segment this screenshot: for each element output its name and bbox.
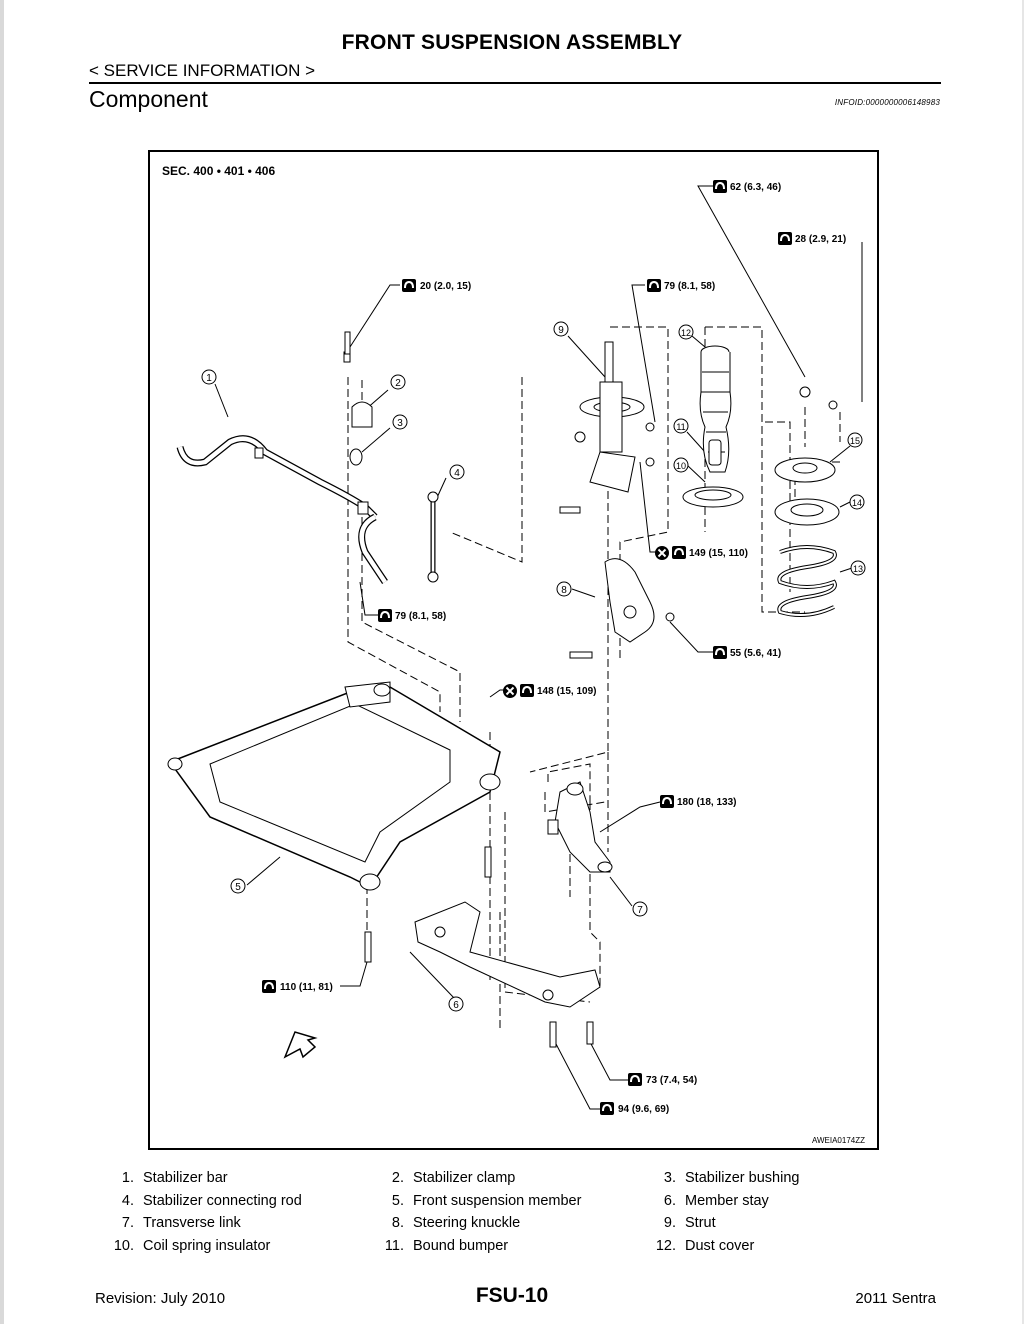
legend-label: Transverse link	[143, 1215, 241, 1231]
torque-110: 110 (11, 81)	[280, 982, 333, 993]
callout-13: 13	[853, 564, 863, 574]
callout-3: 3	[397, 418, 403, 429]
torque-28: 28 (2.9, 21)	[795, 234, 846, 245]
footer-page-number: FSU-10	[475, 1284, 549, 1307]
callout-10: 10	[676, 461, 686, 471]
legend-label: Strut	[685, 1215, 716, 1231]
legend-number: 7.	[121, 1215, 134, 1231]
legend-row: 10. Coil spring insulator 11. Bound bumper…	[108, 1238, 868, 1261]
callout-9: 9	[558, 325, 564, 336]
legend-label: Steering knuckle	[413, 1215, 521, 1231]
suspension-diagram: SEC. 400 • 401 • 406	[162, 164, 866, 1145]
callout-1: 1	[206, 373, 212, 384]
footer-model: 2011 Sentra	[855, 1290, 936, 1307]
exploded-view-figure: SEC. 400 • 401 • 406	[148, 150, 879, 1150]
torque-180: 180 (18, 133)	[677, 797, 737, 808]
legend-number: 12.	[655, 1238, 676, 1254]
torque-149: 149 (15, 110)	[689, 548, 748, 559]
callout-7: 7	[637, 905, 643, 916]
legend-label: Member stay	[685, 1193, 769, 1209]
legend-number: 8.	[391, 1215, 404, 1231]
legend-label: Stabilizer bar	[143, 1170, 228, 1186]
torque-148: 148 (15, 109)	[537, 686, 597, 697]
sec-label: SEC. 400 • 401 • 406	[162, 164, 275, 178]
callout-14: 14	[852, 498, 862, 508]
page-title: FRONT SUSPENSION ASSEMBLY	[341, 31, 683, 54]
legend-number: 10.	[113, 1238, 134, 1254]
callout-11: 11	[676, 422, 685, 432]
footer-revision: Revision: July 2010	[95, 1290, 226, 1307]
component-heading: Component	[89, 86, 208, 112]
page-right-edge	[1022, 0, 1024, 1324]
torque-55: 55 (5.6, 41)	[730, 648, 781, 659]
legend-row: 4. Stabilizer connecting rod 5. Front susp…	[108, 1193, 868, 1216]
legend-label: Dust cover	[685, 1238, 755, 1254]
torque-73: 73 (7.4, 54)	[646, 1075, 697, 1086]
callout-4: 4	[454, 468, 460, 479]
torque-20: 20 (2.0, 15)	[420, 281, 471, 292]
section-label: < SERVICE INFORMATION >	[89, 61, 316, 80]
legend-label: Stabilizer connecting rod	[143, 1193, 302, 1209]
torque-79-strut: 79 (8.1, 58)	[664, 281, 715, 292]
legend-number: 6.	[663, 1193, 676, 1209]
torque-94: 94 (9.6, 69)	[618, 1104, 669, 1115]
page-left-edge	[0, 0, 4, 1324]
callout-5: 5	[235, 882, 241, 893]
figure-code: AWEIA0174ZZ	[812, 1136, 865, 1145]
callout-12: 12	[681, 328, 691, 338]
callout-2: 2	[395, 378, 401, 389]
torque-62: 62 (6.3, 46)	[730, 182, 781, 193]
legend-row: 1. Stabilizer bar 2. Stabilizer clamp 3. St…	[108, 1170, 868, 1193]
legend-number: 4.	[121, 1193, 134, 1209]
legend-label: Stabilizer clamp	[413, 1170, 516, 1186]
info-id: INFOID:0000000006148983	[834, 98, 940, 107]
legend-label: Bound bumper	[413, 1238, 509, 1254]
legend-number: 5.	[391, 1193, 404, 1209]
torque-79-rod: 79 (8.1, 58)	[395, 611, 446, 622]
legend-number: 1.	[121, 1170, 134, 1186]
header-divider	[89, 82, 941, 84]
legend-number: 2.	[391, 1170, 404, 1186]
legend-label: Front suspension member	[413, 1193, 582, 1209]
legend-number: 9.	[663, 1215, 676, 1231]
legend-row: 7. Transverse link 8. Steering knuckle 9. S…	[108, 1215, 868, 1238]
legend-label: Coil spring insulator	[143, 1238, 271, 1254]
callout-15: 15	[850, 436, 860, 446]
legend-label: Stabilizer bushing	[685, 1170, 800, 1186]
callout-6: 6	[453, 1000, 459, 1011]
callout-8: 8	[561, 585, 567, 596]
legend-number: 11.	[384, 1238, 404, 1254]
legend-number: 3.	[663, 1170, 676, 1186]
